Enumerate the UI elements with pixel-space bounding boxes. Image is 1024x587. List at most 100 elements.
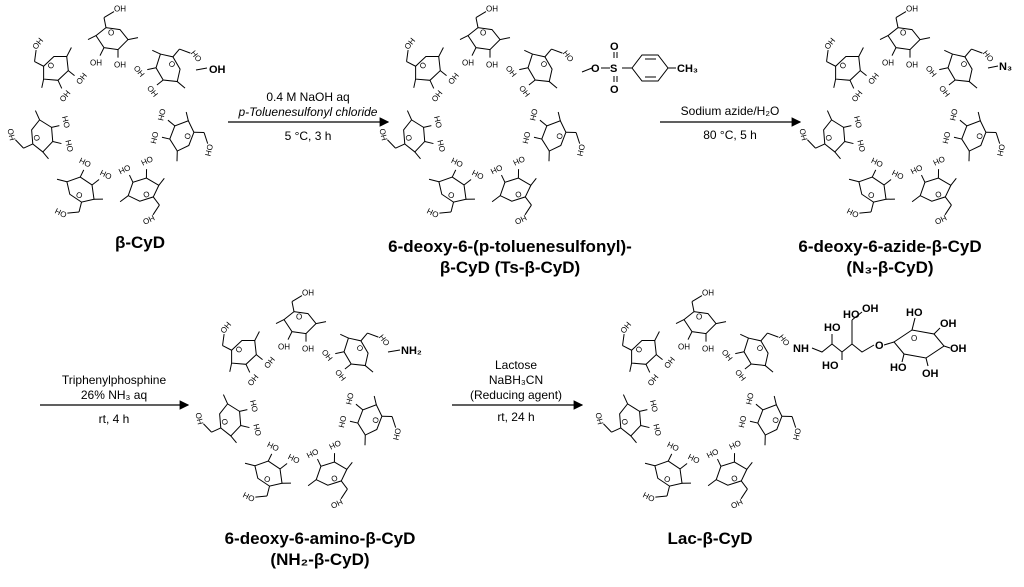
step-3-conditions: Triphenylphosphine 26% NH₃ aq rt, 4 h: [38, 373, 190, 427]
lac-ho-4: HO: [906, 307, 923, 319]
ring-oxygen-label: O: [370, 416, 380, 424]
ring-oxygen-label: O: [166, 59, 177, 69]
nh2-beta-cyd-structure: OOHOHOHOOHOHHOOOHOHOHOOHOHHOOOHOHOHOOHOH…: [194, 289, 403, 511]
ring-oxygen-label: O: [46, 60, 57, 70]
amine-label: NH₂: [401, 345, 422, 357]
ring-oxygen-label: O: [867, 190, 877, 201]
primary-hydroxyl-label: HO: [798, 128, 809, 142]
lac-name: Lac-β-CyD: [667, 529, 753, 548]
secondary-hydroxyl-label: OH: [145, 84, 160, 99]
secondary-hydroxyl-label: OH: [852, 115, 864, 129]
lac-oh-1: OH: [862, 303, 879, 315]
step-2-line-1: Sodium azide/H₂O: [680, 104, 780, 118]
secondary-hydroxyl-label: OH: [246, 373, 261, 388]
step-3-line-2: 26% NH₃ aq: [80, 388, 148, 402]
primary-hydroxyl-label: HO: [141, 213, 156, 226]
secondary-hydroxyl-label: OH: [132, 64, 147, 79]
n3-name-line-2: (N₃-β-CyD): [846, 258, 934, 277]
nh2-name-line-2: (NH₂-β-CyD): [270, 550, 370, 569]
ring-oxygen-label: O: [480, 29, 486, 38]
secondary-hydroxyl-label: OH: [652, 423, 664, 437]
secondary-hydroxyl-label: OH: [678, 343, 690, 352]
secondary-hydroxyl-label: OH: [948, 108, 960, 122]
ring-oxygen-label: O: [234, 344, 245, 354]
lac-ho-5: HO: [890, 362, 907, 374]
secondary-hydroxyl-label: OH: [58, 89, 73, 104]
secondary-hydroxyl-label: OH: [705, 447, 720, 460]
secondary-hydroxyl-label: OH: [248, 399, 260, 413]
primary-hydroxyl-label: OH: [575, 143, 587, 157]
secondary-hydroxyl-label: OH: [486, 61, 498, 70]
secondary-hydroxyl-label: OH: [511, 154, 526, 167]
secondary-hydroxyl-label: OH: [450, 156, 465, 169]
secondary-hydroxyl-label: OH: [924, 64, 939, 79]
secondary-hydroxyl-label: OH: [278, 343, 290, 352]
secondary-hydroxyl-label: OH: [262, 355, 277, 370]
lac-beta-cyd-structure: OOHOHOHOOHOHHOOOHOHOHOOHOHHOOOHOHOHOOHOH…: [594, 289, 803, 511]
sulfur-atom: S: [610, 63, 617, 75]
lac-oh-2: OH: [940, 318, 957, 330]
secondary-hydroxyl-label: OH: [520, 131, 532, 145]
secondary-hydroxyl-label: OH: [305, 447, 320, 460]
secondary-hydroxyl-label: OH: [504, 64, 519, 79]
step-1-line-1: 0.4 M NaOH aq: [266, 90, 350, 104]
compound-label-bcyd: β-CyD: [60, 232, 220, 253]
primary-hydroxyl-label: HO: [377, 333, 392, 348]
ring-oxygen-label: O: [182, 132, 192, 140]
primary-hydroxyl-label: OH: [702, 289, 714, 298]
ring-oxygen-label: O: [538, 59, 549, 69]
primary-hydroxyl-label: HO: [189, 49, 204, 64]
step-4-line-4: rt, 24 h: [497, 410, 535, 424]
primary-hydroxyl-label: OH: [219, 320, 234, 335]
primary-hydroxyl-label: HO: [777, 333, 792, 348]
secondary-hydroxyl-label: OH: [432, 115, 444, 129]
step-1-line-2: p-Toluenesulfonyl chloride: [238, 105, 378, 119]
nh2-name-line-1: 6-deoxy-6-amino-β-CyD: [224, 529, 416, 548]
primary-hydroxyl-label: OH: [791, 427, 803, 441]
secondary-hydroxyl-label: OH: [114, 61, 126, 70]
ring-oxygen-label: O: [663, 474, 673, 485]
primary-hydroxyl-label: OH: [995, 143, 1007, 157]
ring-oxygen-label: O: [404, 134, 414, 142]
step-3-line-1: Triphenylphosphine: [61, 373, 167, 387]
ring-oxygen-label: O: [696, 313, 702, 322]
lac-oh-4: OH: [922, 368, 939, 380]
secondary-hydroxyl-label: OH: [856, 139, 868, 153]
secondary-hydroxyl-label: OH: [528, 108, 540, 122]
secondary-hydroxyl-label: OH: [302, 345, 314, 354]
secondary-hydroxyl-label: OH: [733, 368, 748, 383]
secondary-hydroxyl-label: OH: [64, 139, 76, 153]
primary-hydroxyl-label: OH: [114, 5, 126, 14]
ring-oxygen-label: O: [770, 416, 780, 424]
sulfonyl-oxygen-bottom: O: [610, 84, 619, 96]
primary-hydroxyl-label: OH: [391, 427, 403, 441]
step-1-line-3: 5 °C, 3 h: [284, 129, 332, 143]
primary-hydroxyl-label: OH: [302, 289, 314, 298]
step-4-line-1: Lactose: [494, 358, 538, 372]
secondary-hydroxyl-label: OH: [333, 368, 348, 383]
primary-hydroxyl-label: HO: [933, 213, 948, 226]
step-1-conditions: 0.4 M NaOH aq p-Toluenesulfonyl chloride…: [228, 90, 388, 144]
step-4-line-3: (Reducing agent): [469, 388, 563, 402]
glucose-unit: O OH OH HO: [132, 48, 204, 99]
bcyd-name: β-CyD: [114, 233, 166, 252]
secondary-hydroxyl-label: OH: [90, 59, 102, 68]
secondary-hydroxyl-label: OH: [517, 84, 532, 99]
primary-hydroxyl-label: OH: [53, 206, 68, 219]
